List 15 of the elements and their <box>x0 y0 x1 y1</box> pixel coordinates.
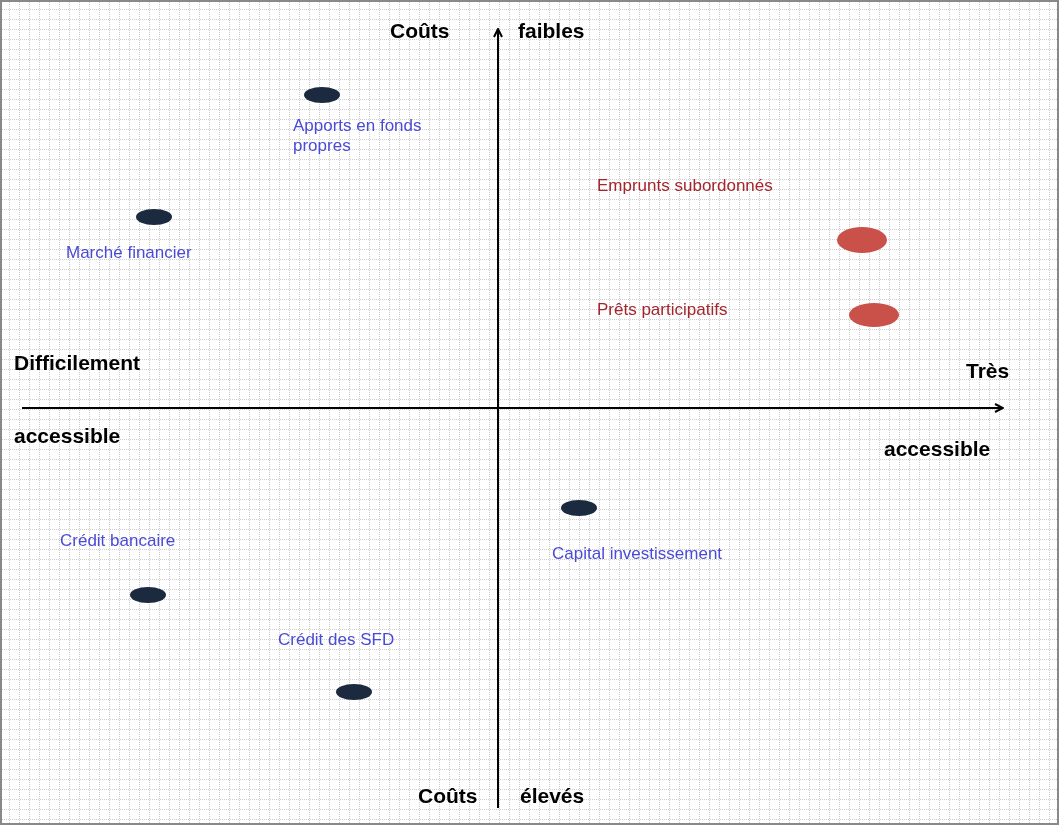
axis-label: Difficilement <box>14 350 141 376</box>
axis-label: accessible <box>14 423 121 449</box>
point-label: Capital investissement <box>552 544 723 565</box>
point-label: Crédit bancaire <box>60 531 176 552</box>
point-label: Apports en fonds propres <box>293 116 423 157</box>
axis-label: Très <box>966 358 1010 384</box>
axis-label: faibles <box>518 18 585 44</box>
point-label: Prêts participatifs <box>597 300 728 321</box>
axis-label: accessible <box>884 436 991 462</box>
point-label: Marché financier <box>66 243 192 264</box>
axis-label: élevés <box>520 783 585 809</box>
axis-label: Coûts <box>418 783 478 809</box>
point-label: Crédit des SFD <box>278 630 395 651</box>
point-label: Emprunts subordonnés <box>597 176 773 197</box>
axis-label: Coûts <box>390 18 450 44</box>
